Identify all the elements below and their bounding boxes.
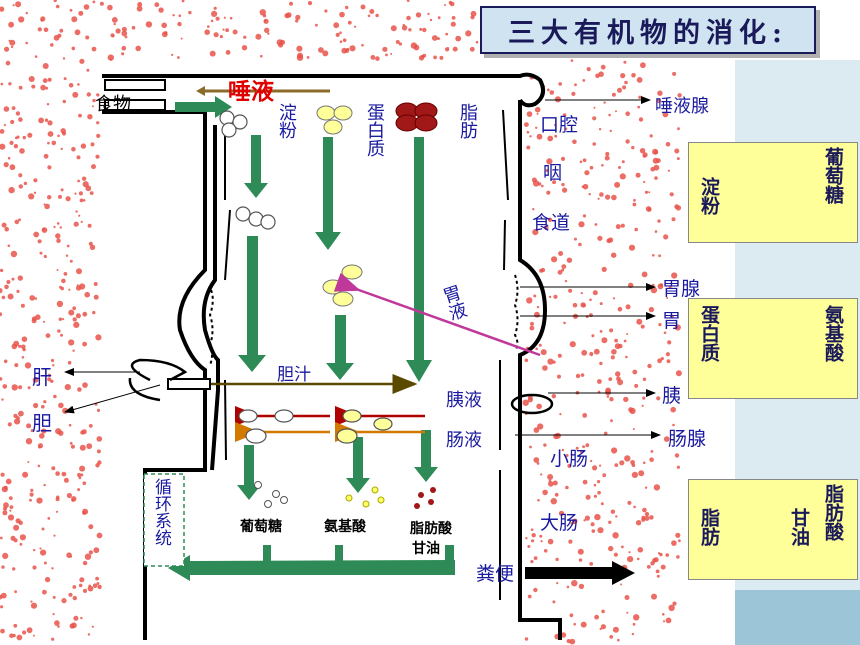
summary-starch: 淀粉 葡萄糖	[688, 142, 858, 243]
summary-protein-from: 蛋白质	[698, 305, 720, 362]
small-intestine-label: 小肠	[550, 448, 589, 470]
fat-particles	[395, 102, 438, 132]
esophagus-label: 食道	[532, 212, 571, 234]
summary-fat-from: 脂肪	[698, 508, 720, 546]
tract-lining	[208, 109, 519, 600]
product-dots	[254, 481, 436, 509]
pancreatic-juice-label: 胰液	[446, 390, 482, 411]
glycerol-label: 甘油	[412, 541, 440, 557]
feces-label: 粪便	[476, 563, 515, 585]
saliva-label: 唾液	[228, 79, 274, 105]
starch-particles	[219, 110, 276, 230]
liver-label: 肝	[32, 365, 52, 389]
stomach-label: 胃	[662, 310, 682, 332]
summary-starch-from: 淀粉	[698, 177, 720, 215]
pancreas-label: 胰	[662, 385, 682, 407]
gastric-gland-label: 胃腺	[662, 278, 701, 300]
intestine-particles	[238, 409, 393, 444]
summary-fat-to-fatty-acid: 脂肪酸	[822, 484, 844, 541]
mouth-label: 口腔	[540, 114, 579, 136]
glucose-label: 葡萄糖	[240, 519, 282, 535]
food-label: 食物	[95, 94, 131, 115]
intestinal-juice-label: 肠液	[446, 430, 482, 451]
summary-protein-to: 氨基酸	[822, 305, 844, 362]
gallbladder-label: 胆	[32, 411, 52, 435]
intestinal-gland-label: 肠腺	[668, 428, 707, 450]
large-intestine-label: 大肠	[540, 512, 579, 534]
fatty-acid-label: 脂肪酸	[410, 521, 452, 537]
summary-starch-to: 葡萄糖	[822, 147, 844, 204]
page-title: 三大有机物的消化:	[480, 6, 816, 54]
circulation-label: 循环系统	[151, 478, 171, 546]
protein-label: 蛋白质	[364, 103, 385, 157]
flow-arrows	[168, 135, 455, 581]
pharynx-label: 咽	[543, 162, 563, 184]
summary-protein: 蛋白质 氨基酸	[688, 298, 858, 399]
red-speckle-pattern	[0, 0, 682, 645]
starch-label: 淀粉	[276, 103, 297, 139]
fat-label: 脂肪	[457, 103, 478, 139]
bile-label: 胆汁	[277, 365, 311, 385]
summary-fat: 脂肪 甘油 脂肪酸	[688, 479, 858, 580]
summary-fat-to-glycerol: 甘油	[788, 508, 810, 546]
tract-outline	[102, 72, 562, 640]
decor-strip-bottom	[735, 590, 860, 645]
amino-acid-label: 氨基酸	[324, 519, 366, 535]
salivary-gland-label: 唾液腺	[655, 96, 709, 117]
label-leaders	[64, 96, 661, 439]
